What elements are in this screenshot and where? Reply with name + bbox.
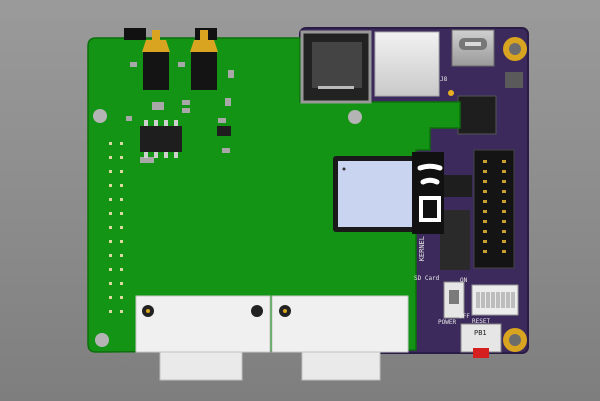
led-indicator (448, 90, 454, 96)
mounting-hole-bottom-right (503, 328, 527, 352)
qfn-chip (457, 95, 497, 135)
power-switch (443, 281, 465, 319)
soic-chip (140, 120, 182, 158)
audio-jack-left (124, 28, 170, 90)
green-board (87, 37, 461, 353)
label-sd-card: SD Card (414, 275, 440, 282)
terminal-block-right (271, 295, 409, 381)
label-pb1: PB1 (474, 329, 487, 337)
label-reset: RESET (472, 318, 491, 325)
reset-button (460, 323, 502, 358)
tiny-chip (217, 126, 231, 136)
wifi-module (333, 152, 444, 234)
label-off: OFF (459, 313, 470, 320)
ic-chip-2 (440, 210, 470, 270)
label-on: ON (460, 277, 468, 284)
usb-c-connector (451, 29, 495, 67)
pin-header-connector (473, 149, 515, 269)
label-j8: J8 (440, 76, 448, 83)
small-ic (505, 72, 523, 88)
usb-a-connector (300, 30, 372, 104)
green-mount-holes (93, 109, 362, 347)
ic-chip-1 (442, 175, 472, 197)
label-kernel: KERNEL (418, 236, 426, 262)
audio-jack-right (190, 28, 218, 90)
dip-switch (471, 284, 519, 316)
mounting-hole-top-right (503, 37, 527, 61)
label-power: POWER (438, 319, 457, 326)
header-pads (109, 142, 123, 313)
wifi-icon (417, 163, 443, 222)
smd-components (126, 62, 234, 163)
terminal-block-left (135, 295, 271, 381)
top-socket (374, 31, 440, 97)
